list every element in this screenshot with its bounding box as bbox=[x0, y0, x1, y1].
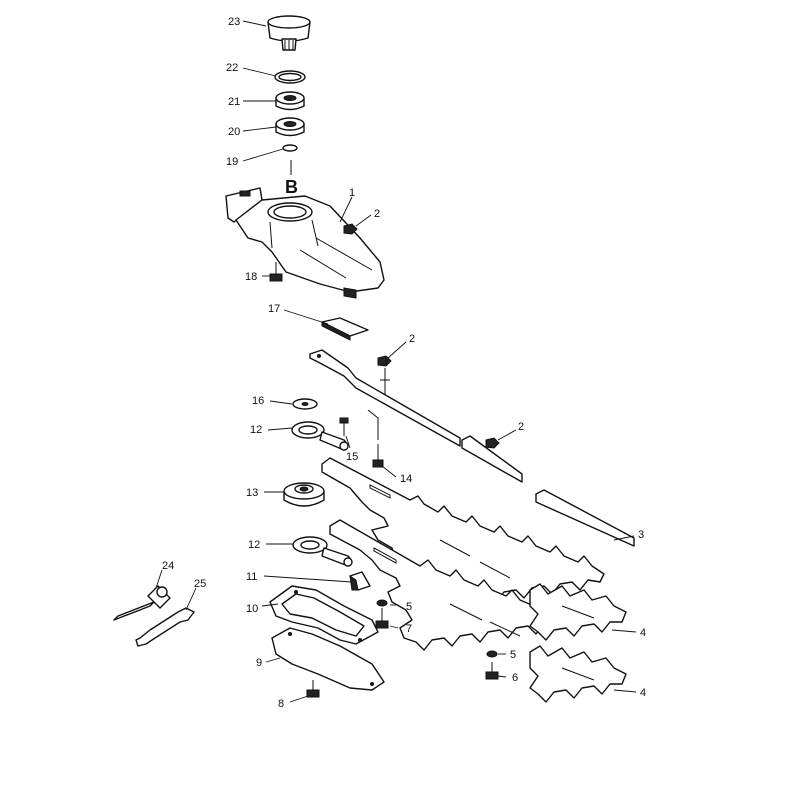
callout-12-lower: 12 bbox=[248, 539, 260, 551]
callout-13: 13 bbox=[246, 487, 258, 499]
callout-25: 25 bbox=[194, 578, 206, 590]
callout-4-upper: 4 bbox=[640, 627, 646, 639]
callout-4-lower: 4 bbox=[640, 687, 646, 699]
callout-6: 6 bbox=[512, 672, 518, 684]
callout-2-top: 2 bbox=[374, 208, 380, 220]
part-12-crank-arm-lower bbox=[292, 536, 353, 567]
part-2-nut-mid bbox=[377, 355, 392, 398]
callout-18: 18 bbox=[245, 271, 257, 283]
callout-15: 15 bbox=[346, 451, 358, 463]
part-5-washer-upper bbox=[376, 599, 388, 607]
part-20-bearing bbox=[275, 117, 305, 137]
callout-2-right: 2 bbox=[518, 421, 524, 433]
callout-5-upper: 5 bbox=[406, 601, 412, 613]
leader-lines bbox=[155, 20, 637, 703]
callout-22: 22 bbox=[226, 62, 238, 74]
callout-21: 21 bbox=[228, 96, 240, 108]
part-14-long-bolt bbox=[367, 409, 384, 468]
part-6-bolt bbox=[485, 662, 499, 680]
part-19-washer bbox=[282, 144, 298, 152]
part-7-bolt bbox=[375, 608, 389, 629]
callout-1: 1 bbox=[349, 187, 355, 199]
callout-9: 9 bbox=[256, 657, 262, 669]
callout-17: 17 bbox=[268, 303, 280, 315]
part-15-pin bbox=[339, 417, 349, 436]
callout-14: 14 bbox=[400, 473, 412, 485]
callout-23: 23 bbox=[228, 16, 240, 28]
callout-8: 8 bbox=[278, 698, 284, 710]
part-17-plate bbox=[321, 317, 369, 341]
callout-10: 10 bbox=[246, 603, 258, 615]
part-5-washer-lower bbox=[486, 650, 498, 658]
part-4-blade-section-right-b bbox=[529, 645, 627, 703]
callout-7: 7 bbox=[406, 623, 412, 635]
part-3-blade-support-bar bbox=[309, 349, 635, 547]
part-11-bracket bbox=[349, 571, 371, 591]
part-16-washer bbox=[292, 398, 318, 410]
part-9-cover-plate bbox=[271, 627, 385, 691]
part-2-nut-top bbox=[343, 223, 358, 235]
marker-b-label: B bbox=[285, 177, 298, 197]
callout-16: 16 bbox=[252, 395, 264, 407]
part-21-bearing bbox=[275, 91, 305, 111]
part-18-bolt bbox=[269, 262, 283, 282]
part-12-crank-arm-top bbox=[291, 421, 349, 451]
part-1-gear-housing bbox=[225, 187, 385, 299]
part-4-cutter-blade-lower bbox=[329, 519, 561, 651]
part-10-cover-frame bbox=[269, 585, 379, 645]
callout-2-mid: 2 bbox=[409, 333, 415, 345]
callout-11: 11 bbox=[246, 571, 257, 583]
callout-20: 20 bbox=[228, 126, 240, 138]
part-24-t-wrench bbox=[113, 585, 171, 621]
callout-19: 19 bbox=[226, 156, 238, 168]
callout-12-top: 12 bbox=[250, 424, 262, 436]
part-4-blade-section-right-a bbox=[529, 583, 627, 641]
part-13-eccentric-gear bbox=[283, 482, 325, 507]
callout-5-lower: 5 bbox=[510, 649, 516, 661]
part-25-spanner bbox=[135, 607, 195, 647]
callout-3: 3 bbox=[638, 529, 644, 541]
callout-24: 24 bbox=[162, 560, 174, 572]
part-22-circlip bbox=[274, 70, 306, 84]
part-23-drive-cap bbox=[267, 15, 311, 51]
part-8-screw bbox=[306, 680, 320, 698]
